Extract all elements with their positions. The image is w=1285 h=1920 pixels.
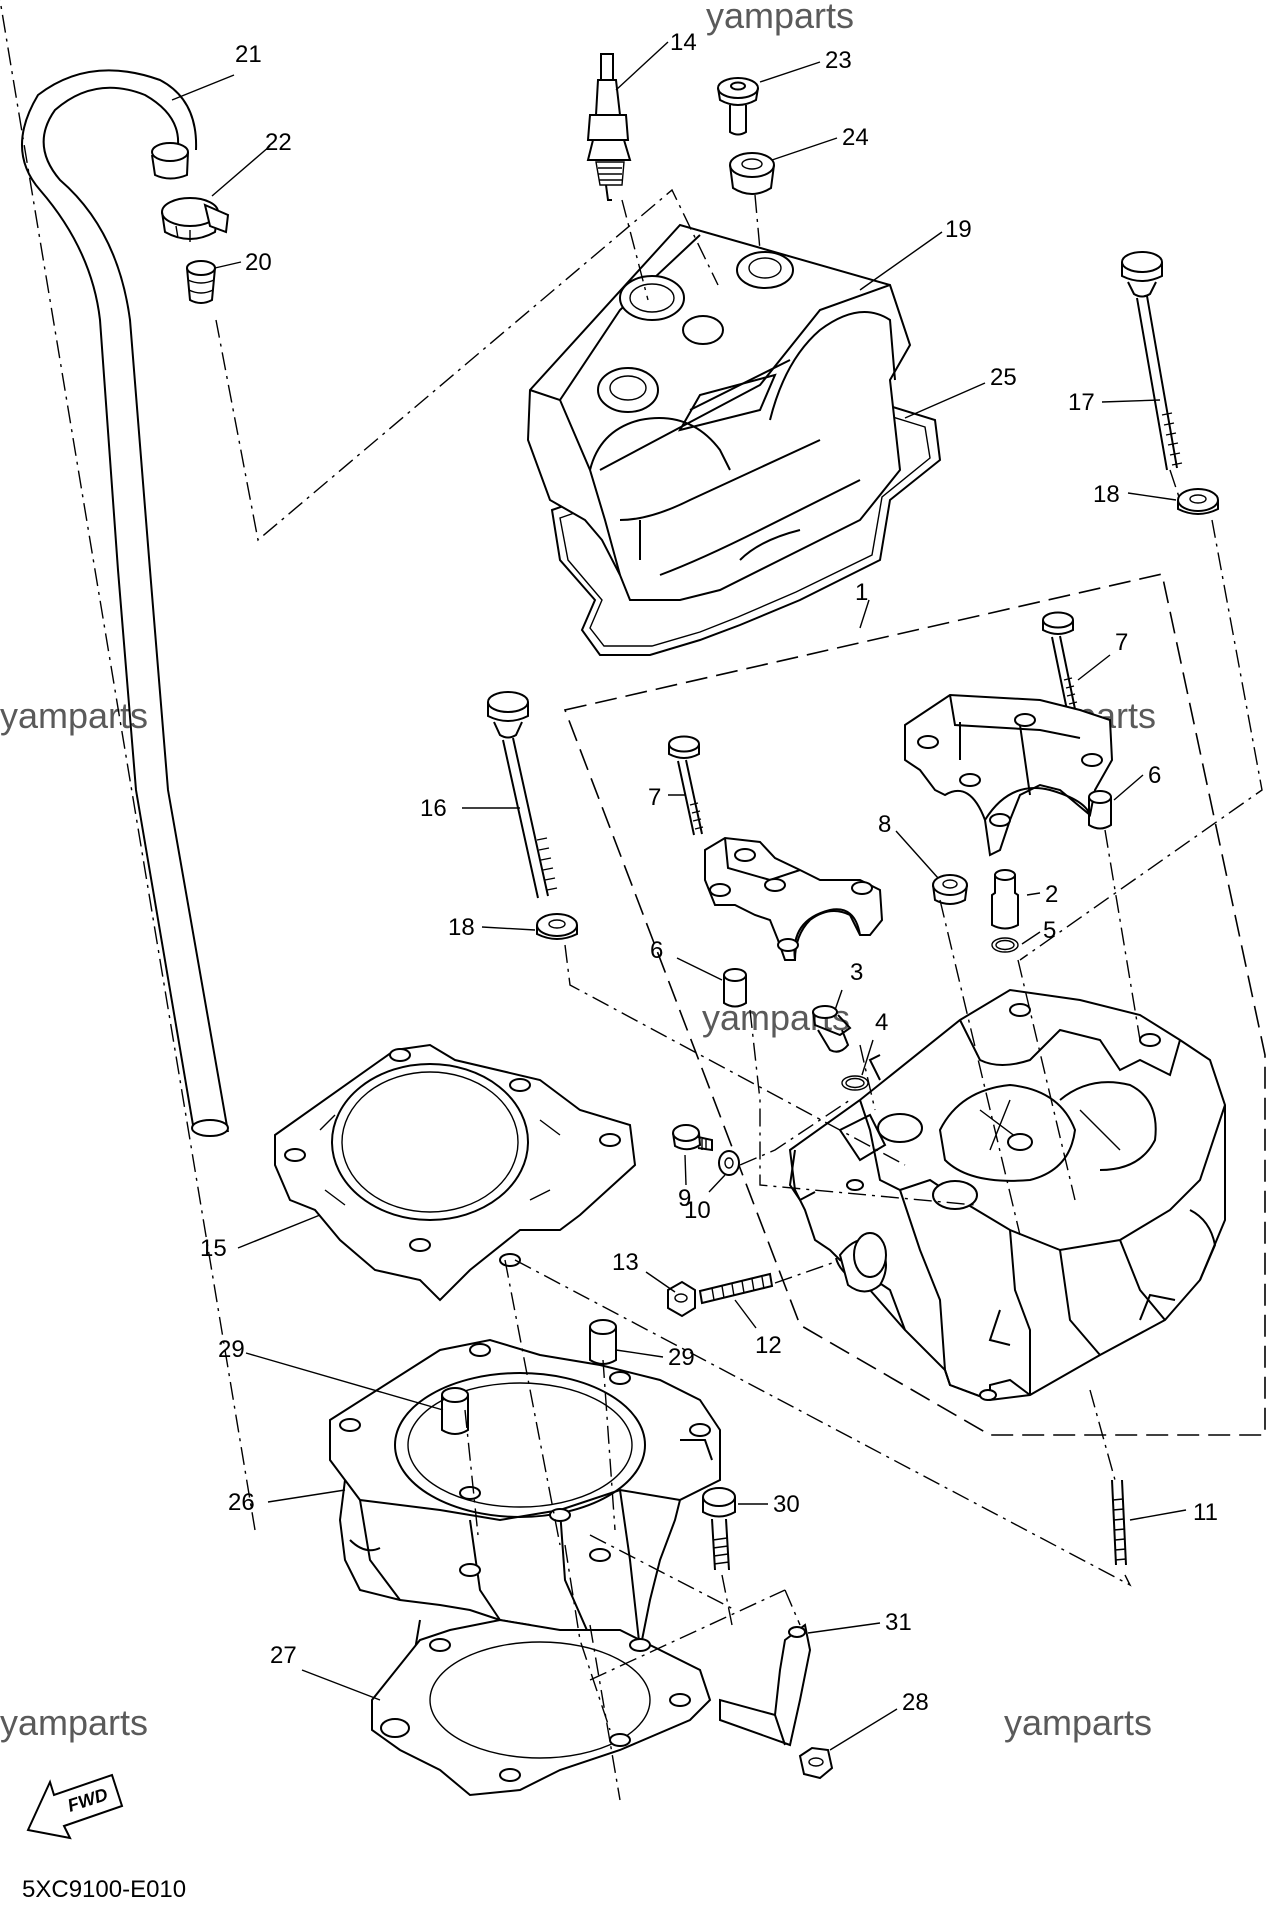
base-gasket-27 <box>371 1618 712 1797</box>
dowel-29-left <box>441 1387 469 1435</box>
callout-5: 5 <box>1043 917 1056 944</box>
watermark-left-upper: yamparts <box>0 695 148 736</box>
cylinder-26 <box>329 1338 721 1682</box>
callout-6-right: 6 <box>1148 762 1161 789</box>
callout-14: 14 <box>670 29 697 56</box>
callout-1: 1 <box>855 579 868 606</box>
callout-7-left: 7 <box>648 784 661 811</box>
callout-9: 9 <box>678 1185 691 1212</box>
callout-16: 16 <box>420 795 447 822</box>
callout-6-left: 6 <box>650 937 663 964</box>
spark-plug-14 <box>586 53 632 201</box>
callout-15: 15 <box>200 1235 227 1262</box>
callout-11: 11 <box>1193 1499 1218 1526</box>
callout-8: 8 <box>878 811 891 838</box>
watermark-top: yamparts <box>706 0 854 36</box>
hose-clip-22 <box>161 197 230 242</box>
bracket-31 <box>719 1623 812 1747</box>
washer-18-left <box>536 913 578 940</box>
callout-10: 10 <box>684 1197 711 1224</box>
washer-10 <box>718 1150 740 1176</box>
callout-12: 12 <box>755 1332 782 1359</box>
leader-lines <box>171 41 1187 1751</box>
stud-11 <box>1111 1479 1127 1566</box>
watermark-left-lower: yamparts <box>0 1702 148 1743</box>
seal-8 <box>932 874 968 905</box>
callout-19: 19 <box>945 216 972 243</box>
callout-29-right: 29 <box>668 1344 695 1371</box>
dowel-6-left <box>723 968 747 1008</box>
callout-24: 24 <box>842 124 869 151</box>
washer-18-right <box>1177 488 1219 515</box>
o-ring-4 <box>841 1075 869 1091</box>
callout-18-right: 18 <box>1093 481 1120 508</box>
bolt-30 <box>702 1487 736 1571</box>
cylinder-head-1 <box>788 988 1226 1402</box>
callout-7-right: 7 <box>1115 629 1128 656</box>
callout-27: 27 <box>270 1642 297 1669</box>
o-ring-5 <box>991 937 1019 953</box>
callout-labels: 1 2 3 4 5 6 6 7 7 8 9 10 11 12 13 14 15 … <box>200 29 1218 1716</box>
bolt-9 <box>672 1124 713 1152</box>
cap-bolt-7-right <box>1042 611 1078 716</box>
nut-13 <box>667 1280 696 1318</box>
dowel-6-right <box>1088 790 1112 830</box>
fitting-2 <box>991 869 1019 930</box>
camshaft-cap-left <box>704 836 884 961</box>
cover-bolt-23 <box>717 77 759 136</box>
callout-25: 25 <box>990 364 1017 391</box>
plug-3 <box>812 1005 852 1053</box>
drawing-code: 5XC9100-E010 <box>22 1876 186 1903</box>
stud-12 <box>698 1272 774 1305</box>
watermark-right-lower: yamparts <box>1004 1702 1152 1743</box>
grommet-24 <box>729 152 775 195</box>
callout-28: 28 <box>902 1689 929 1716</box>
head-bolt-16 <box>487 691 558 899</box>
callout-20: 20 <box>245 249 272 276</box>
cap-bolt-7-left <box>668 735 704 836</box>
head-bolt-17 <box>1121 251 1183 471</box>
callout-18-left: 18 <box>448 914 475 941</box>
head-gasket-15 <box>274 1043 637 1302</box>
fwd-arrow-icon: FWD <box>26 1773 124 1840</box>
callout-26: 26 <box>228 1489 255 1516</box>
callout-13: 13 <box>612 1249 639 1276</box>
callout-2: 2 <box>1045 881 1058 908</box>
fitting-20 <box>186 260 216 304</box>
dowel-29-right <box>589 1319 617 1365</box>
callout-21: 21 <box>235 41 262 68</box>
nut-28 <box>798 1746 834 1780</box>
callout-4: 4 <box>875 1009 888 1036</box>
callout-23: 23 <box>825 47 852 74</box>
breather-hose-21 <box>21 69 229 1137</box>
callout-29-left: 29 <box>218 1336 245 1363</box>
assembly-lines <box>0 0 1263 1801</box>
callout-31: 31 <box>885 1609 912 1636</box>
callout-17: 17 <box>1068 389 1095 416</box>
callout-3: 3 <box>850 959 863 986</box>
cover-gasket-25 <box>550 398 942 656</box>
callout-22: 22 <box>265 129 292 156</box>
camshaft-cap-right <box>904 693 1114 857</box>
head-cover-19 <box>526 223 912 601</box>
callout-30: 30 <box>773 1491 800 1518</box>
